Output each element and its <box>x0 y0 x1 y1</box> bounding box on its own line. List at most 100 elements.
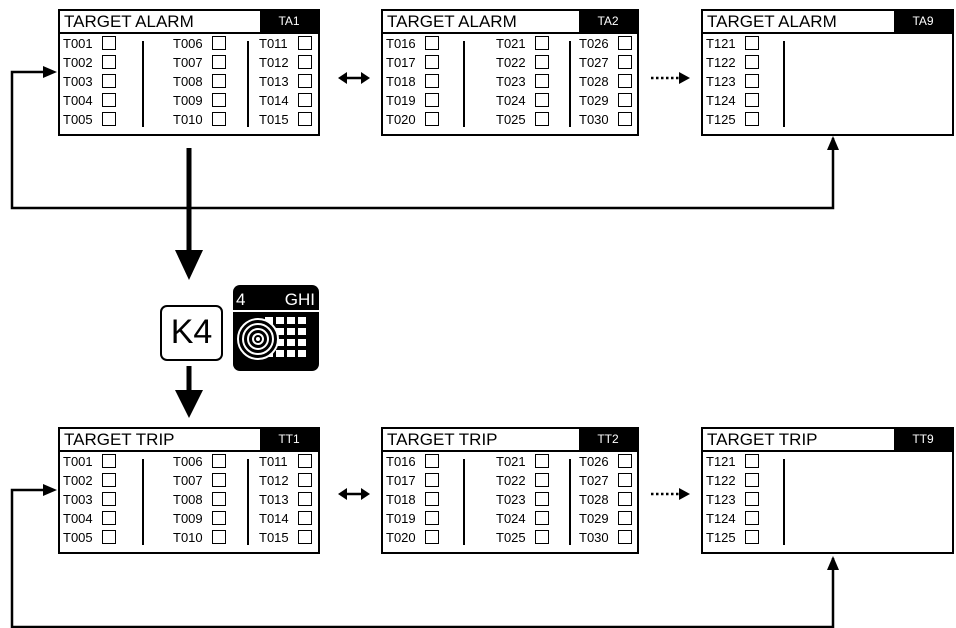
target-label: T021 <box>496 454 526 469</box>
target-row: T008 <box>173 72 233 91</box>
target-indicator-box <box>535 511 549 525</box>
target-indicator-box <box>212 93 226 107</box>
target-label: T016 <box>386 454 416 469</box>
target-label: T011 <box>259 454 288 469</box>
target-indicator-box <box>535 473 549 487</box>
k4-key-button[interactable]: K4 <box>160 305 223 361</box>
target-label: T008 <box>173 74 203 89</box>
target-label: T019 <box>386 511 416 526</box>
target-indicator-box <box>298 473 312 487</box>
target-indicator-box <box>618 473 632 487</box>
target-row: T024 <box>496 91 556 110</box>
panel-badge: TT2 <box>579 429 637 450</box>
target-row: T019 <box>386 509 446 528</box>
target-label: T009 <box>173 93 203 108</box>
target-label: T009 <box>173 511 203 526</box>
target-label: T019 <box>386 93 416 108</box>
target-indicator-box <box>102 74 116 88</box>
panel-badge: TA1 <box>260 11 318 32</box>
target-row: T008 <box>173 490 233 509</box>
target-label: T004 <box>63 93 93 108</box>
target-label: T020 <box>386 530 416 545</box>
target-label: T018 <box>386 492 416 507</box>
target-row: T020 <box>386 528 446 547</box>
target-indicator-box <box>425 74 439 88</box>
target-indicator-box <box>298 93 312 107</box>
column-separator <box>783 41 785 127</box>
icon-number: 4 <box>236 290 245 309</box>
target-row: T022 <box>496 471 556 490</box>
target-row: T025 <box>496 110 556 129</box>
target-label: T014 <box>259 93 289 108</box>
target-label: T012 <box>259 55 289 70</box>
target-indicator-box <box>535 74 549 88</box>
target-label: T028 <box>579 74 609 89</box>
target-label: T004 <box>63 511 93 526</box>
target-label: T025 <box>496 112 526 127</box>
target-row: T013 <box>259 490 319 509</box>
target-indicator-box <box>298 454 312 468</box>
panel-title: TARGET TRIP <box>64 430 175 449</box>
target-indicator-box <box>745 473 759 487</box>
target-row: T001 <box>63 34 123 53</box>
target-row: T015 <box>259 528 319 547</box>
target-label: T002 <box>63 473 93 488</box>
panel-badge: TT9 <box>894 429 952 450</box>
target-indicator-box <box>745 511 759 525</box>
target-indicator-box <box>212 511 226 525</box>
target-indicator-box <box>425 530 439 544</box>
target-label: T022 <box>496 55 526 70</box>
target-row: T022 <box>496 53 556 72</box>
target-indicator-box <box>212 36 226 50</box>
target-label: T122 <box>706 473 736 488</box>
target-row: T010 <box>173 528 233 547</box>
target-label: T027 <box>579 473 609 488</box>
target-indicator-box <box>212 530 226 544</box>
target-label: T017 <box>386 55 416 70</box>
target-label: T030 <box>579 112 609 127</box>
target-label: T003 <box>63 492 93 507</box>
target-label: T006 <box>173 454 203 469</box>
target-indicator-box <box>102 36 116 50</box>
target-label: T010 <box>173 112 203 127</box>
column-separator <box>463 459 465 545</box>
target-row: T021 <box>496 34 556 53</box>
target-row: T020 <box>386 110 446 129</box>
target-row: T123 <box>706 72 766 91</box>
target-row: T001 <box>63 452 123 471</box>
target-row: T029 <box>579 91 639 110</box>
target-row: T009 <box>173 509 233 528</box>
target-indicator-box <box>102 511 116 525</box>
target-indicator-box <box>745 492 759 506</box>
target-indicator-box <box>745 74 759 88</box>
alarm-loop-arrowhead-left <box>43 66 57 78</box>
target-row: T121 <box>706 34 766 53</box>
target-label: T015 <box>259 530 289 545</box>
icon-letters: GHI <box>285 290 315 309</box>
target-row: T027 <box>579 471 639 490</box>
target-indicator-box <box>745 530 759 544</box>
target-row: T017 <box>386 471 446 490</box>
target-label: T018 <box>386 74 416 89</box>
target-row: T024 <box>496 509 556 528</box>
column-separator <box>569 459 571 545</box>
target-row: T010 <box>173 110 233 129</box>
target-row: T016 <box>386 34 446 53</box>
target-indicator-box <box>535 112 549 126</box>
target-indicator-box <box>535 36 549 50</box>
target-indicator-box <box>212 454 226 468</box>
target-row: T005 <box>63 528 123 547</box>
target-label: T003 <box>63 74 93 89</box>
target-label: T005 <box>63 112 93 127</box>
target-label: T001 <box>63 36 93 51</box>
down-arrow-k4-head <box>175 390 203 418</box>
